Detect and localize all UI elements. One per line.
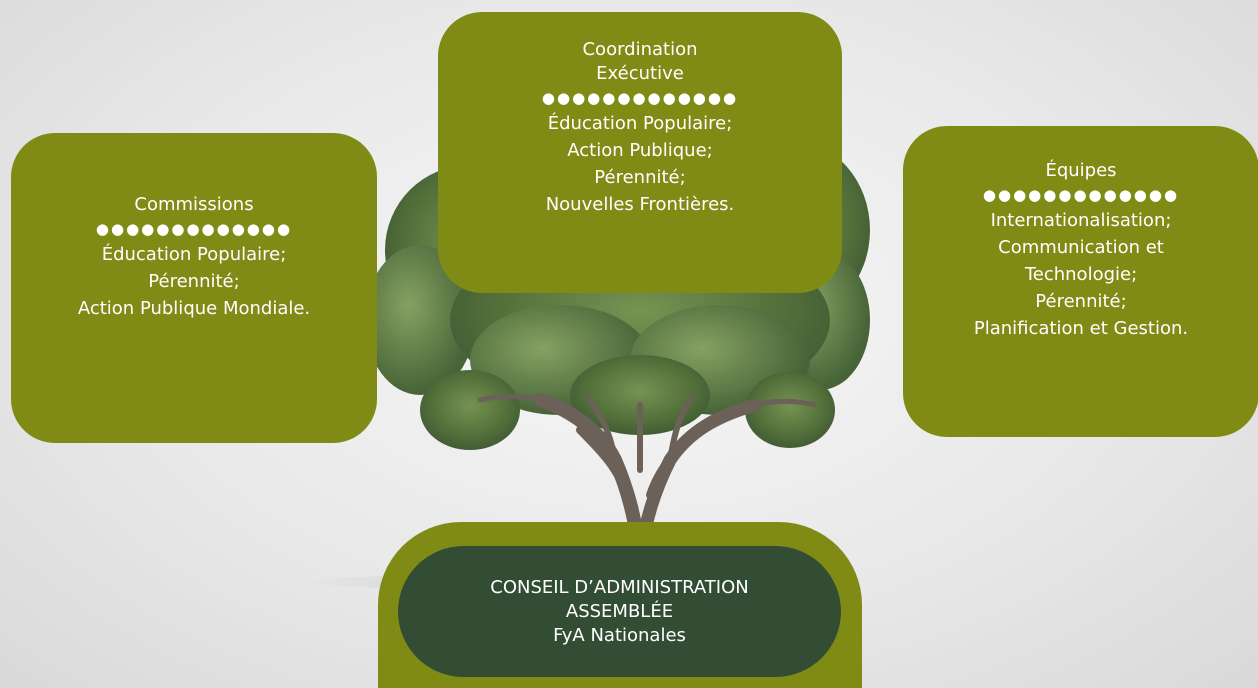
base-line-assembly: ASSEMBLÉE [565,600,674,622]
coordination-item: Pérennité; [594,167,686,188]
coordination-dots: ●●●●●●●●●●●●● [541,89,739,107]
coordination-title-line2: Exécutive [596,63,684,84]
coordination-item: Éducation Populaire; [547,113,733,134]
equipes-card: Équipes ●●●●●●●●●●●●● Internationalisati… [903,126,1258,437]
coordination-items: Éducation Populaire; Action Publique; Pé… [546,112,735,220]
commissions-dots: ●●●●●●●●●●●●● [95,220,293,238]
equipes-title: Équipes [1045,160,1117,181]
base-line-council: CONSEIL D’ADMINISTRATION [490,576,749,598]
coordination-item: Nouvelles Frontières. [545,194,735,215]
coordination-title-line1: Coordination [582,39,698,60]
commissions-title: Commissions [134,194,254,215]
commissions-item: Pérennité; [148,271,240,292]
equipes-item: Planification et Gestion. [973,318,1189,339]
coordination-card: Coordination Exécutive ●●●●●●●●●●●●● Édu… [438,12,842,293]
equipes-item: Internationalisation; [990,210,1172,231]
commissions-item: Éducation Populaire; [101,244,287,265]
commissions-items: Éducation Populaire; Pérennité; Action P… [78,243,310,324]
commissions-item: Action Publique Mondiale. [77,298,311,319]
coordination-item: Action Publique; [567,140,713,161]
equipes-items: Internationalisation; Communication et T… [974,209,1188,344]
equipes-item: Communication et [998,237,1164,258]
equipes-item: Pérennité; [1035,291,1127,312]
equipes-item: Technologie; [1024,264,1138,285]
commissions-card: Commissions ●●●●●●●●●●●●● Éducation Popu… [11,133,377,443]
equipes-dots: ●●●●●●●●●●●●● [982,186,1180,204]
base-box: CONSEIL D’ADMINISTRATION ASSEMBLÉE FyA N… [398,546,841,677]
base-line-fya: FyA Nationales [553,624,686,646]
